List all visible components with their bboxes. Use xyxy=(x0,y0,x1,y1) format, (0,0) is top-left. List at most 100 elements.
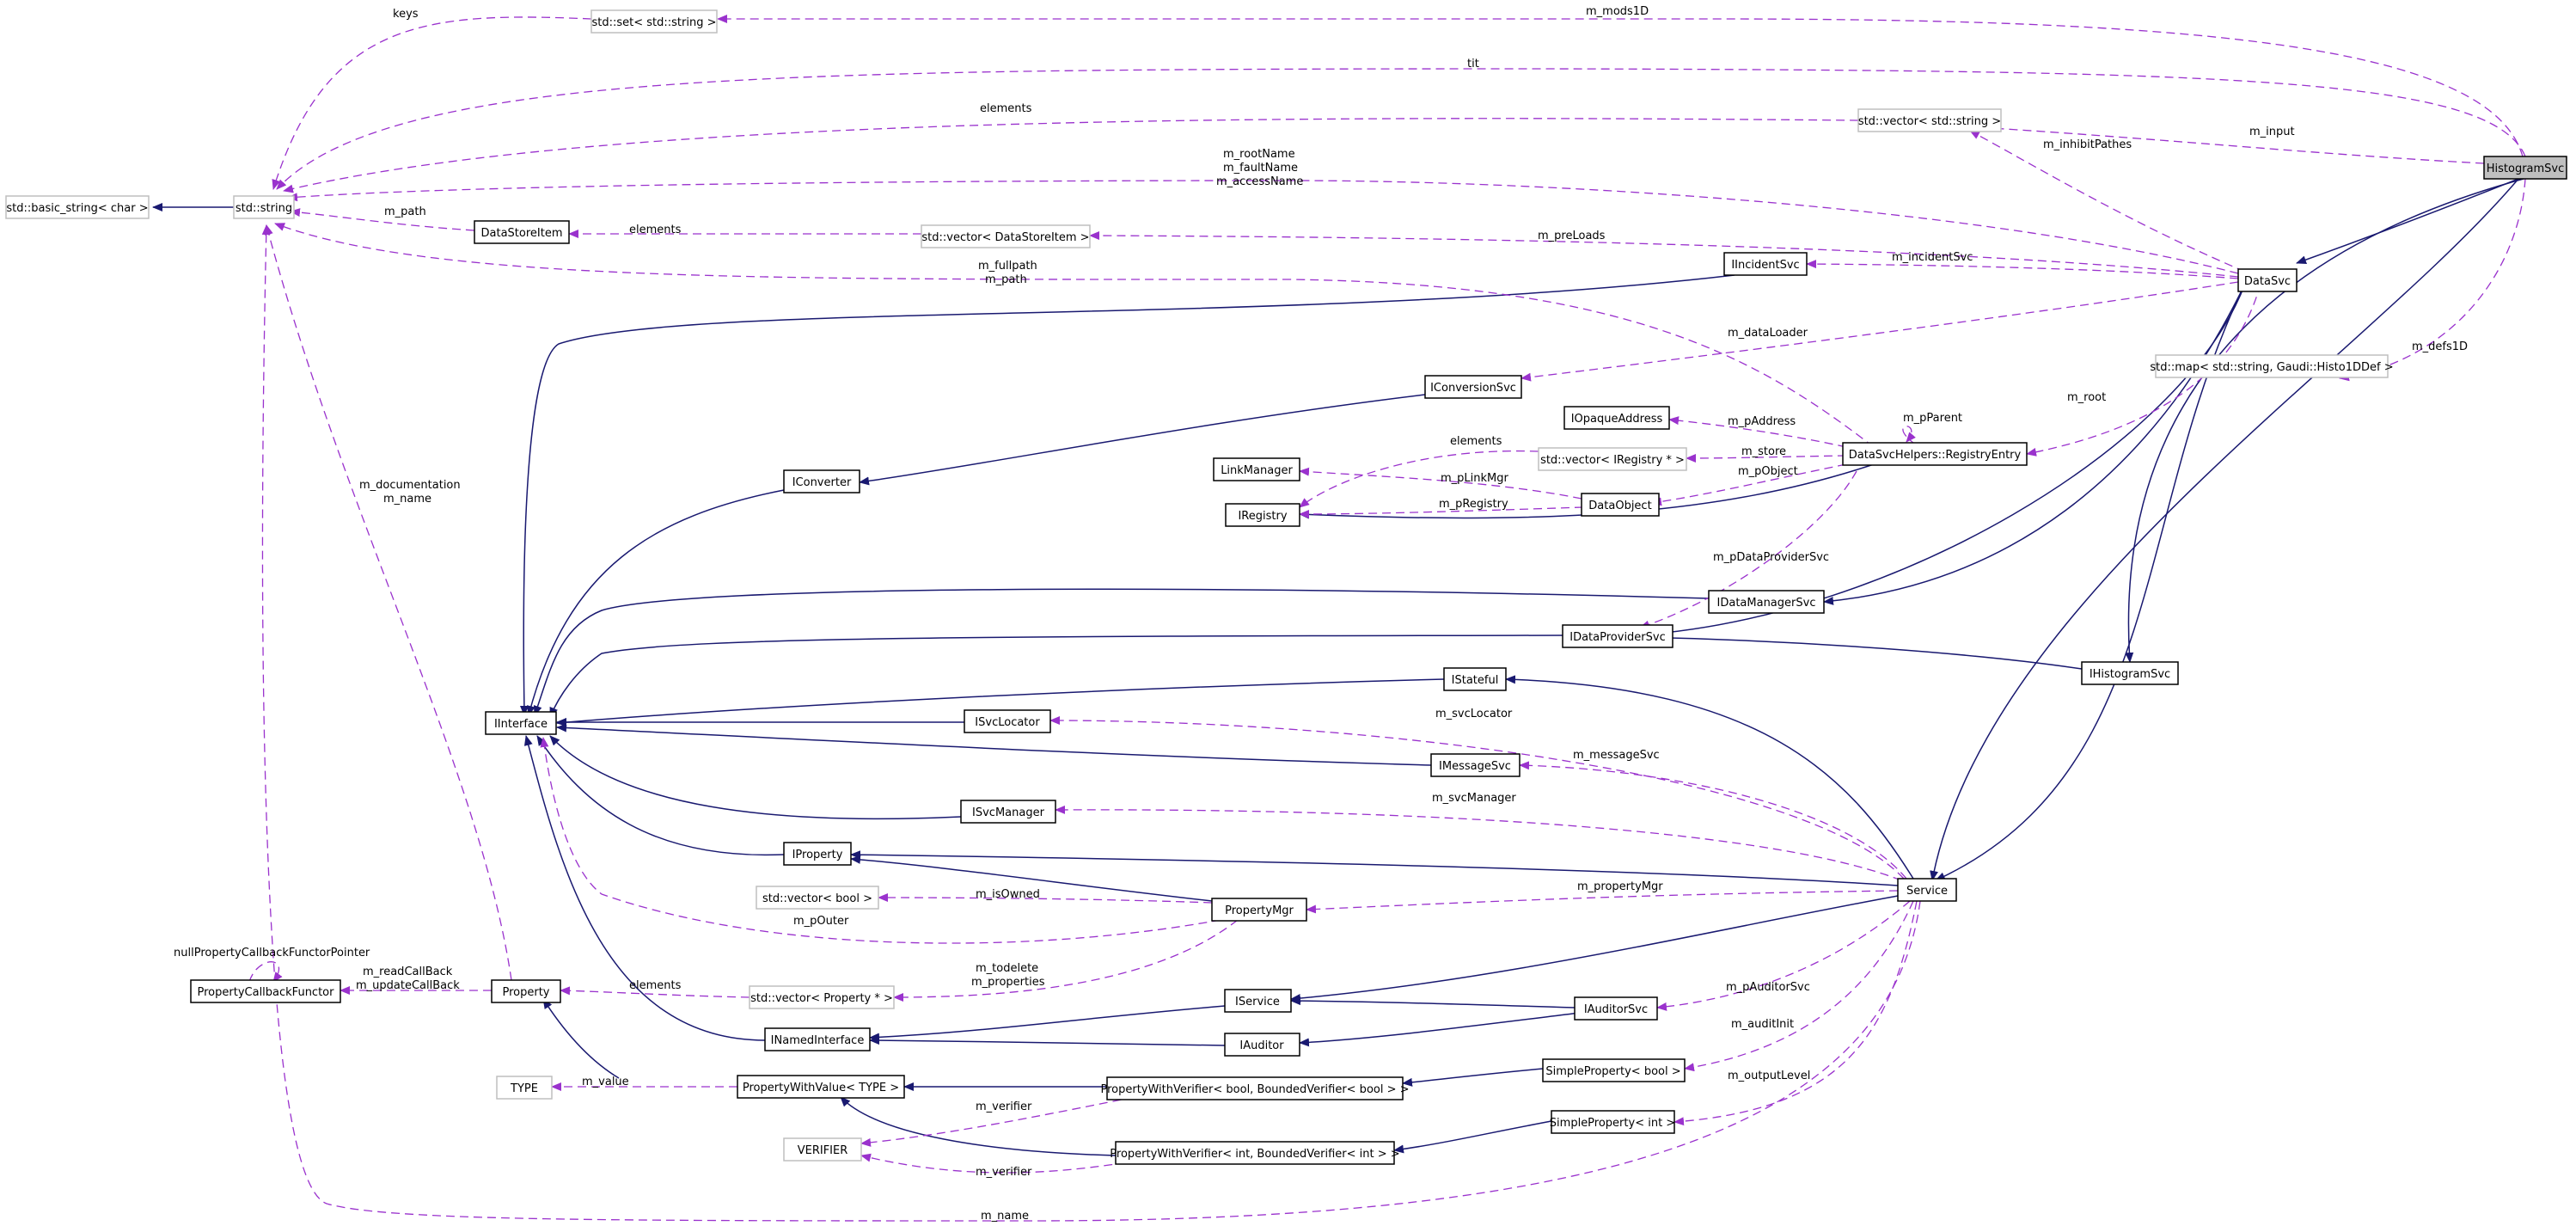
node-histogramsvc[interactable]: HistogramSvc xyxy=(2483,156,2567,180)
edge-idataprovidersvc-to-iinterface xyxy=(549,634,1563,718)
label-m-mods1d: m_mods1D xyxy=(1586,5,1649,18)
node-property-label: Property xyxy=(502,986,549,999)
node-pwv-bool[interactable]: PropertyWithVerifier< bool, BoundedVerif… xyxy=(1100,1076,1410,1100)
edge-datasvc-m-incidentsvc xyxy=(1806,260,2239,279)
node-std-string-label: std::string xyxy=(236,202,292,215)
label-m-plinkmgr: m_pLinkMgr xyxy=(1441,472,1509,485)
node-iregistry[interactable]: IRegistry xyxy=(1225,503,1300,527)
edge-propertycallbackfunctor-self xyxy=(248,961,283,983)
node-service[interactable]: Service xyxy=(1897,878,1957,902)
node-dataobject[interactable]: DataObject xyxy=(1581,493,1660,517)
node-pwv-bool-label: PropertyWithVerifier< bool, BoundedVerif… xyxy=(1100,1083,1409,1096)
edge-iincidentsvc-to-iinterface xyxy=(519,274,1735,716)
node-datastoreitem-label: DataStoreItem xyxy=(481,227,563,240)
label-m-root: m_root xyxy=(2067,391,2106,404)
edge-histogramsvc-to-service xyxy=(1930,178,2519,881)
node-simpleproperty-int[interactable]: SimpleProperty< int > xyxy=(1550,1110,1675,1134)
edge-service-m-outputlevel xyxy=(1673,900,1918,1126)
node-propertywithvalue[interactable]: PropertyWithValue< TYPE > xyxy=(737,1075,905,1099)
node-vector-bool-label: std::vector< bool > xyxy=(762,892,872,905)
node-basic-string-label: std::basic_string< char > xyxy=(6,202,148,215)
node-iconverter-label: IConverter xyxy=(792,476,852,489)
label-m-store: m_store xyxy=(1741,445,1786,458)
edge-datastoreitem-m-path xyxy=(290,208,475,231)
edge-ihistogramsvc-to-idataprovidersvc xyxy=(1634,633,2083,670)
edge-registryentry-m-paddress xyxy=(1668,416,1847,448)
node-idatamanagersvc[interactable]: IDataManagerSvc xyxy=(1708,590,1825,614)
node-ihistogramsvc[interactable]: IHistogramSvc xyxy=(2081,661,2179,685)
label-m-path-reg: m_path xyxy=(985,273,1027,286)
node-istateful[interactable]: IStateful xyxy=(1443,667,1507,691)
edge-datasvc-m-dataloader xyxy=(1521,281,2239,382)
edge-service-m-pauditorsvc xyxy=(1656,900,1911,1011)
edge-service-m-auditinit xyxy=(1684,900,1914,1072)
label-m-fullpath: m_fullpath xyxy=(978,260,1037,273)
node-vector-datastoreitem-label: std::vector< DataStoreItem > xyxy=(921,231,1089,244)
node-iregistry-label: IRegistry xyxy=(1238,510,1287,523)
edge-propertymgr-m-pouter xyxy=(540,737,1221,944)
node-iconversionsvc[interactable]: IConversionSvc xyxy=(1424,375,1522,399)
edge-service-to-iproperty xyxy=(850,850,1899,886)
node-iinterface[interactable]: IInterface xyxy=(485,711,557,735)
node-iincidentsvc[interactable]: IIncidentSvc xyxy=(1723,252,1808,276)
node-std-string[interactable]: std::string xyxy=(233,195,295,219)
label-m-pregistry: m_pRegistry xyxy=(1439,498,1508,511)
node-vector-property[interactable]: std::vector< Property * > xyxy=(749,985,895,1009)
node-iproperty[interactable]: IProperty xyxy=(783,842,852,866)
node-verifier[interactable]: VERIFIER xyxy=(783,1137,862,1162)
node-vector-datastoreitem[interactable]: std::vector< DataStoreItem > xyxy=(921,224,1091,248)
label-m-defs1d: m_defs1D xyxy=(2412,340,2468,353)
node-iopaqueaddress-label: IOpaqueAddress xyxy=(1571,413,1663,426)
node-iopaqueaddress[interactable]: IOpaqueAddress xyxy=(1563,406,1670,430)
node-basic-string[interactable]: std::basic_string< char > xyxy=(5,195,150,219)
node-datastoreitem[interactable]: DataStoreItem xyxy=(474,220,570,244)
node-linkmanager[interactable]: LinkManager xyxy=(1213,457,1300,481)
node-type-label: TYPE xyxy=(510,1082,538,1095)
node-datasvc[interactable]: DataSvc xyxy=(2237,268,2298,292)
node-iincidentsvc-label: IIncidentSvc xyxy=(1731,259,1799,272)
label-nullpropertycallbackfunctorpointer: nullPropertyCallbackFunctorPointer xyxy=(174,947,370,959)
node-iconverter[interactable]: IConverter xyxy=(783,469,860,493)
label-m-pauditorsvc: m_pAuditorSvc xyxy=(1726,981,1810,994)
node-isvcmanager[interactable]: ISvcManager xyxy=(960,800,1056,824)
node-idataprovidersvc[interactable]: IDataProviderSvc xyxy=(1562,624,1673,648)
label-m-value: m_value xyxy=(582,1076,629,1088)
label-m-inhibitpathes: m_inhibitPathes xyxy=(2043,138,2132,151)
node-iauditor[interactable]: IAuditor xyxy=(1224,1033,1300,1057)
node-iauditorsvc[interactable]: IAuditorSvc xyxy=(1574,996,1658,1021)
node-vector-bool[interactable]: std::vector< bool > xyxy=(756,886,879,910)
node-isvclocator[interactable]: ISvcLocator xyxy=(964,709,1051,733)
node-imessagesvc[interactable]: IMessageSvc xyxy=(1430,753,1521,777)
label-m-isowned: m_isOwned xyxy=(976,888,1040,901)
node-iservice[interactable]: IService xyxy=(1224,989,1292,1013)
label-m-properties: m_properties xyxy=(971,976,1045,989)
node-registryentry[interactable]: DataSvcHelpers::RegistryEntry xyxy=(1842,442,2028,466)
label-m-todelete: m_todelete xyxy=(976,962,1038,975)
edge-simpleproperty-int-to-pwv-int xyxy=(1393,1120,1552,1154)
node-vector-iregistry-label: std::vector< IRegistry * > xyxy=(1540,454,1685,467)
label-m-path-dsi: m_path xyxy=(384,205,426,218)
label-keys: keys xyxy=(393,8,419,21)
node-idataprovidersvc-label: IDataProviderSvc xyxy=(1569,631,1666,644)
label-m-pdataprovidersvc: m_pDataProviderSvc xyxy=(1713,551,1829,564)
node-std-vector-string-label: std::vector< std::string > xyxy=(1858,115,2001,128)
node-std-set[interactable]: std::set< std::string > xyxy=(590,9,718,34)
label-m-propertymgr: m_propertyMgr xyxy=(1577,880,1663,893)
node-istateful-label: IStateful xyxy=(1452,674,1499,687)
node-std-map[interactable]: std::map< std::string, Gaudi::Histo1DDef… xyxy=(2150,354,2394,378)
label-m-paddress: m_pAddress xyxy=(1728,415,1796,428)
node-std-vector-string[interactable]: std::vector< std::string > xyxy=(1857,108,2002,132)
node-iproperty-label: IProperty xyxy=(792,849,843,861)
node-propertymgr[interactable]: PropertyMgr xyxy=(1211,898,1307,922)
node-property[interactable]: Property xyxy=(491,979,561,1003)
node-simpleproperty-bool[interactable]: SimpleProperty< bool > xyxy=(1542,1058,1686,1082)
label-m-accessname: m_accessName xyxy=(1216,175,1303,188)
node-registryentry-label: DataSvcHelpers::RegistryEntry xyxy=(1849,449,2022,462)
node-type[interactable]: TYPE xyxy=(496,1076,553,1100)
node-propertycallbackfunctor[interactable]: PropertyCallbackFunctor xyxy=(190,979,341,1003)
node-pwv-int[interactable]: PropertyWithVerifier< int, BoundedVerifi… xyxy=(1110,1141,1400,1165)
node-inamedinterface[interactable]: INamedInterface xyxy=(764,1027,871,1051)
node-vector-iregistry[interactable]: std::vector< IRegistry * > xyxy=(1538,447,1687,471)
edge-propertywithvalue-to-property xyxy=(542,998,620,1079)
